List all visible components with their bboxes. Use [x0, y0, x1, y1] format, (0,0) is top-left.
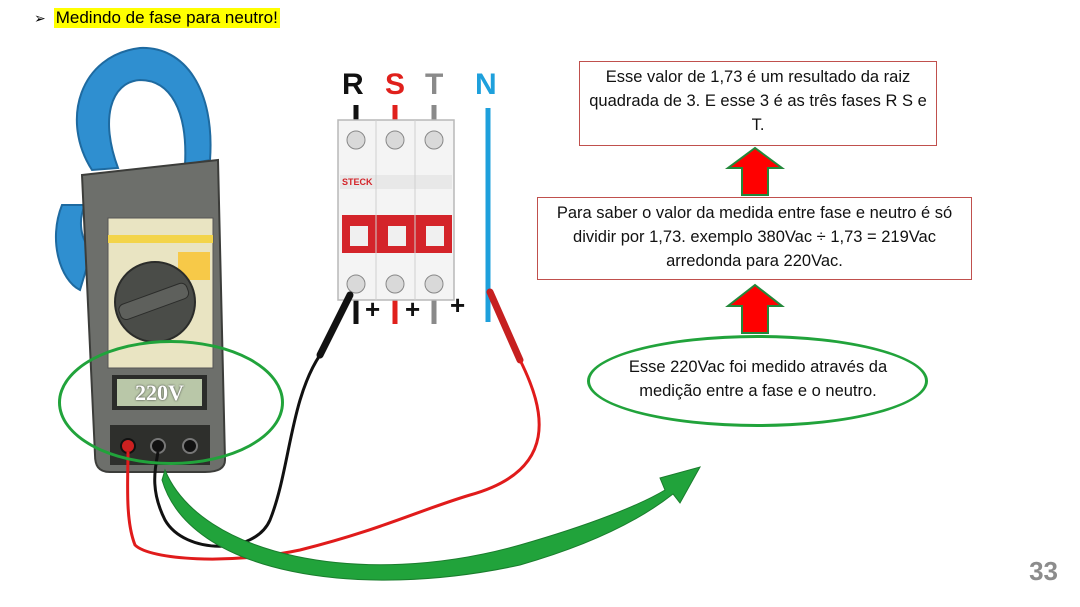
phase-label-t: T [425, 68, 444, 101]
red-lead [126, 359, 541, 561]
clamp-trigger [54, 204, 94, 292]
breaker-brand: STECK [342, 177, 373, 187]
middle-info-box: Para saber o valor da medida entre fase … [537, 197, 972, 280]
bullet-arrow-icon: ➢ [34, 9, 46, 26]
plus-sign: + [365, 294, 381, 324]
circuit-breaker [337, 119, 455, 301]
red-probe [486, 288, 524, 364]
phase-lines [353, 105, 491, 324]
top-info-box: Esse valor de 1,73 é um resultado da rai… [579, 61, 937, 146]
dial-stripe [108, 235, 213, 243]
plus-sign: + [405, 294, 421, 324]
measurement-ellipse [587, 335, 928, 427]
up-arrow-icon [724, 146, 786, 196]
page-number: 33 [1029, 556, 1058, 586]
plus-sign: + [450, 290, 466, 320]
green-curved-arrow-icon [161, 466, 702, 581]
measurement-ellipse-text: Esse 220Vac foi medido através da mediçã… [628, 358, 888, 400]
clamp-jaw [76, 46, 212, 172]
slide-title: ➢ Medindo de fase para neutro! [34, 8, 280, 28]
title-text: Medindo de fase para neutro! [53, 8, 280, 28]
phase-label-r: R [342, 68, 364, 101]
display-highlight-ellipse [58, 340, 284, 465]
phase-label-n: N [475, 68, 497, 101]
dial-knob [118, 282, 190, 321]
phase-label-s: S [385, 68, 406, 101]
up-arrow-icon [725, 283, 785, 334]
black-probe [316, 291, 354, 359]
